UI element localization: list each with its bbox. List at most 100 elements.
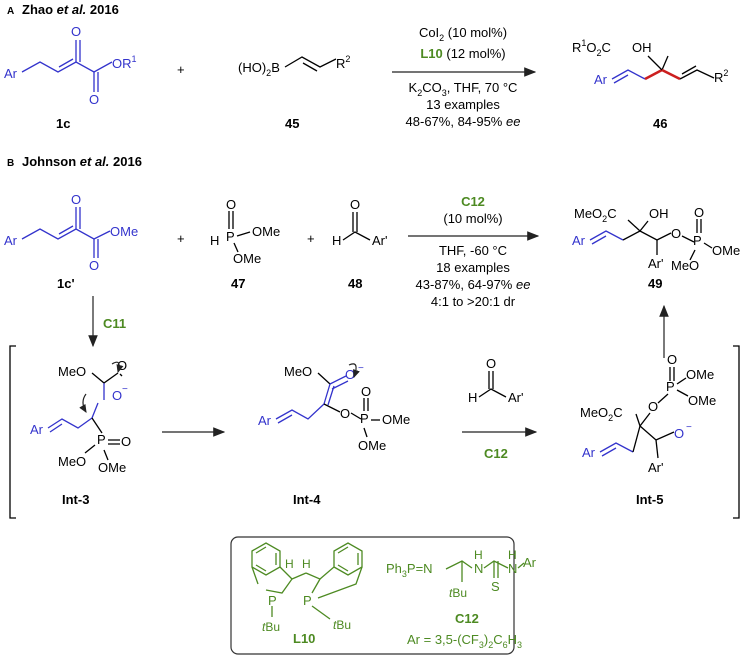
cat-c11: C11 xyxy=(103,316,126,331)
svg-text:OMe: OMe xyxy=(110,224,138,239)
svg-text:CoI2 (10 mol%): CoI2 (10 mol%) xyxy=(419,25,507,43)
svg-text:H: H xyxy=(285,557,294,571)
intermediate-int3: MeO O O − Ar P O MeO OMe Int-3 xyxy=(30,358,131,507)
compound-45: (HO)2B R2 45 xyxy=(238,54,350,131)
ligand-l10: P H H P tBu tBu L10 xyxy=(251,542,363,646)
svg-text:O: O xyxy=(340,406,350,421)
plus-b1: + xyxy=(177,231,185,246)
svg-text:O: O xyxy=(694,205,704,220)
label-45: 45 xyxy=(285,116,299,131)
svg-text:MeO: MeO xyxy=(58,364,86,379)
svg-text:OR1: OR1 xyxy=(112,54,137,71)
svg-text:OMe: OMe xyxy=(382,412,410,427)
label-49: 49 xyxy=(648,276,662,291)
label-1c: 1c xyxy=(56,116,70,131)
svg-text:O: O xyxy=(486,356,496,371)
svg-text:OMe: OMe xyxy=(98,460,126,475)
svg-text:THF, -60 °C: THF, -60 °C xyxy=(439,243,507,258)
svg-text:(10 mol%): (10 mol%) xyxy=(443,211,502,226)
svg-text:R2: R2 xyxy=(714,68,728,85)
svg-text:tBu: tBu xyxy=(333,618,351,632)
svg-text:13 examples: 13 examples xyxy=(426,97,500,112)
svg-text:Ar': Ar' xyxy=(648,256,663,271)
svg-text:O: O xyxy=(71,192,81,207)
label-c12: C12 xyxy=(455,611,479,626)
bracket-right xyxy=(733,345,740,519)
svg-text:N: N xyxy=(508,561,517,576)
svg-text:O: O xyxy=(671,226,681,241)
label-l10: L10 xyxy=(293,631,315,646)
intermediate-int4: MeO O − Ar O P O OMe OMe Int-4 xyxy=(258,363,410,507)
conditions-b: C12 (10 mol%) THF, -60 °C 18 examples 43… xyxy=(416,194,531,309)
svg-text:O: O xyxy=(350,197,360,212)
svg-text:O: O xyxy=(674,426,684,441)
compound-1c-prime: Ar O O OMe 1c' xyxy=(4,192,138,291)
svg-text:(HO)2B: (HO)2B xyxy=(238,60,280,78)
svg-text:O: O xyxy=(121,434,131,449)
svg-text:MeO: MeO xyxy=(58,454,86,469)
svg-text:tBu: tBu xyxy=(449,586,467,600)
svg-text:OH: OH xyxy=(649,206,669,221)
svg-text:S: S xyxy=(491,579,500,594)
aldehyde-over-arrow: H O Ar' xyxy=(468,356,523,405)
svg-text:O: O xyxy=(345,367,355,382)
svg-text:H: H xyxy=(508,548,517,562)
svg-text:Ar: Ar xyxy=(582,445,596,460)
label-int4: Int-4 xyxy=(293,492,321,507)
svg-text:OH: OH xyxy=(632,40,652,55)
svg-text:O: O xyxy=(89,258,99,273)
svg-text:−: − xyxy=(686,422,692,433)
intermediate-int5: MeO2C O P O OMe OMe Ar O − Ar' Int-5 xyxy=(580,352,716,507)
svg-text:Ar: Ar xyxy=(523,555,537,570)
svg-text:H: H xyxy=(210,233,219,248)
svg-text:H: H xyxy=(302,557,311,571)
label-48: 48 xyxy=(348,276,362,291)
svg-text:L10 (12 mol%): L10 (12 mol%) xyxy=(420,46,505,61)
ligand-box xyxy=(230,536,515,655)
svg-text:P: P xyxy=(268,593,277,608)
svg-text:Ar: Ar xyxy=(572,233,586,248)
svg-text:MeO: MeO xyxy=(284,364,312,379)
svg-text:N: N xyxy=(474,561,483,576)
label-int3: Int-3 xyxy=(62,492,89,507)
svg-text:O: O xyxy=(648,399,658,414)
cat-c12-int5: C12 xyxy=(484,446,508,461)
svg-text:Ar: Ar xyxy=(4,233,18,248)
svg-text:P: P xyxy=(303,593,312,608)
compound-47: H P O OMe OMe 47 xyxy=(210,197,280,291)
svg-text:OMe: OMe xyxy=(688,393,716,408)
svg-text:P: P xyxy=(360,411,369,426)
svg-text:C12: C12 xyxy=(461,194,485,209)
svg-text:OMe: OMe xyxy=(712,243,740,258)
label-int5: Int-5 xyxy=(636,492,663,507)
ar-definition: Ar = 3,5-(CF3)2C6H3 xyxy=(407,632,522,650)
svg-text:43-87%, 64-97% ee: 43-87%, 64-97% ee xyxy=(416,277,531,292)
section-a-letter: A xyxy=(7,6,14,17)
plus-b2: + xyxy=(307,231,315,246)
label-47: 47 xyxy=(231,276,245,291)
svg-text:Ar: Ar xyxy=(258,413,272,428)
compound-48: H O Ar' 48 xyxy=(332,197,387,291)
bracket-left xyxy=(9,345,16,519)
svg-text:Ph3P=N: Ph3P=N xyxy=(386,561,433,579)
ligand-c12: Ph3P=N N H tBu S N H Ar C12 Ar = 3,5-(CF… xyxy=(386,548,537,650)
svg-text:OMe: OMe xyxy=(233,251,261,266)
svg-text:R2: R2 xyxy=(336,54,350,71)
svg-text:48-67%, 84-95% ee: 48-67%, 84-95% ee xyxy=(406,114,521,129)
svg-text:4:1 to >20:1 dr: 4:1 to >20:1 dr xyxy=(431,294,516,309)
svg-text:MeO2C: MeO2C xyxy=(580,405,623,423)
svg-text:H: H xyxy=(474,548,483,562)
svg-text:OMe: OMe xyxy=(686,367,714,382)
svg-text:O: O xyxy=(89,92,99,107)
plus-a: + xyxy=(177,62,185,77)
svg-text:OMe: OMe xyxy=(358,438,386,453)
svg-text:MeO: MeO xyxy=(671,258,699,273)
svg-text:Ar': Ar' xyxy=(648,460,663,475)
label-46: 46 xyxy=(653,116,667,131)
svg-text:P: P xyxy=(226,229,235,244)
svg-text:Ar': Ar' xyxy=(508,390,523,405)
svg-text:P: P xyxy=(693,233,702,248)
svg-text:Ar: Ar xyxy=(4,66,18,81)
svg-text:H: H xyxy=(332,233,341,248)
